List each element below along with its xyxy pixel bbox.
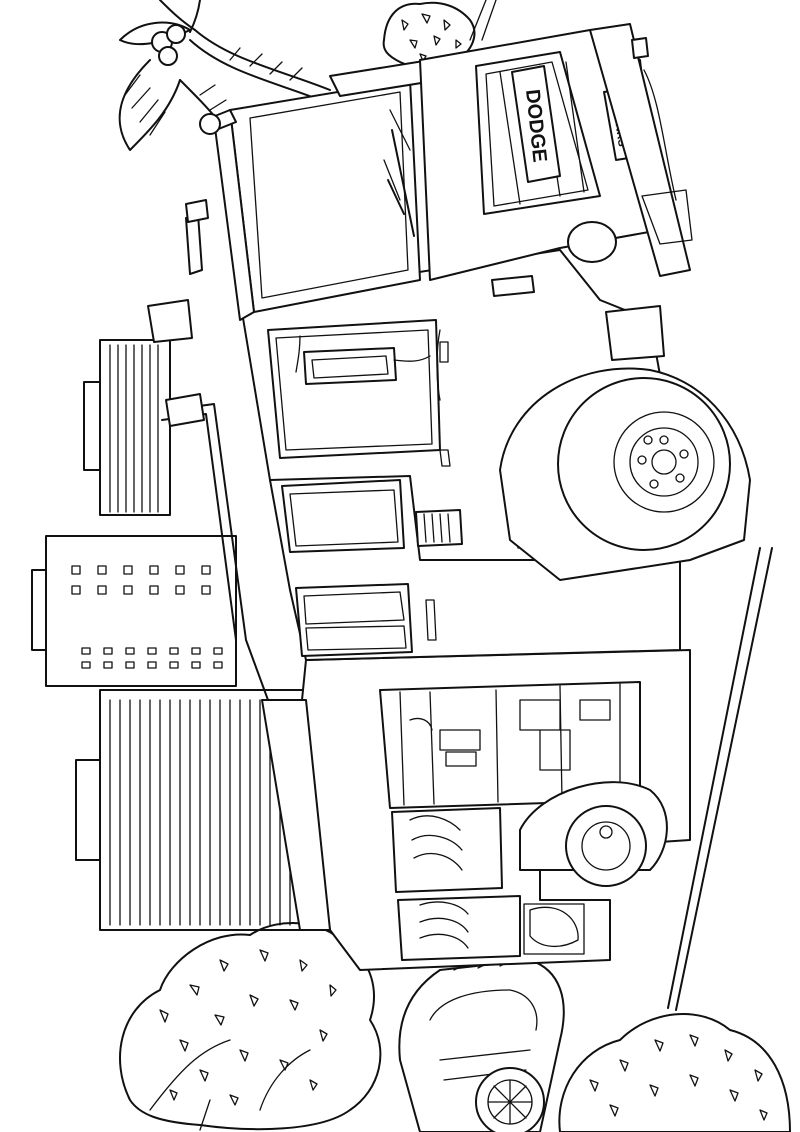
truck-crew-window — [281, 479, 405, 553]
wheel-icon — [499, 305, 751, 581]
truck-headlight — [567, 189, 693, 263]
truck-roof-box — [147, 299, 193, 343]
truck-lockers — [379, 681, 641, 961]
truck-windshield — [229, 79, 421, 313]
building-windows — [71, 565, 223, 669]
wiper-1 — [391, 129, 415, 237]
truck-side-window-2 — [295, 583, 413, 657]
building-icon — [31, 339, 331, 931]
truck-marker-light — [491, 275, 535, 297]
road-edge-lines — [469, 0, 773, 1011]
truck-front-grille — [419, 29, 661, 281]
wheel-icon — [519, 781, 668, 887]
tree-icon — [382, 1, 476, 69]
wiper-2 — [387, 179, 405, 215]
truck-side-mirror — [303, 341, 449, 385]
truck-horn — [185, 213, 203, 275]
car-icon — [398, 957, 565, 1132]
truck-side-vent — [415, 509, 463, 547]
truck-front-bumper — [589, 23, 691, 277]
tree-icon — [119, 922, 382, 1131]
truck-cab-door — [267, 319, 441, 459]
fire-truck: DODGE R285NRS — [147, 23, 751, 971]
truck-roof-edge-rear — [261, 699, 331, 931]
wheel-icon — [475, 1067, 545, 1132]
tree-icon — [558, 1013, 791, 1132]
truck-make-badge: DODGE — [511, 65, 561, 183]
